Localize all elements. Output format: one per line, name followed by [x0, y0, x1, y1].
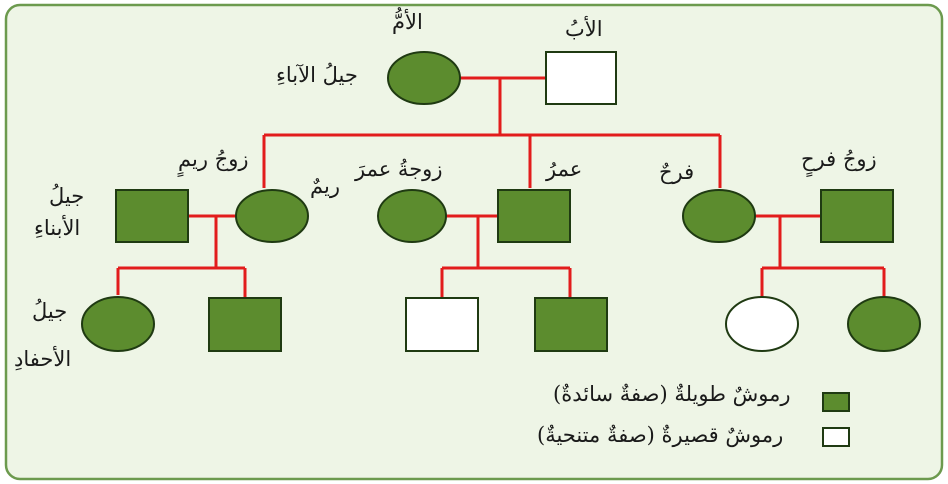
legend-dominant-label: رموشٌ طويلةٌ (صفةٌ سائدةٌ): [553, 382, 791, 406]
omar-wife-label: زوجةُ عمرَ: [355, 157, 443, 181]
children-generation-label-line1: جيلُ: [49, 184, 85, 208]
grandchildren-generation-label-line1: جيلُ: [32, 299, 68, 323]
farah-label: فرحٌ: [659, 160, 695, 184]
father-symbol: [545, 51, 617, 105]
father-label: الأبُ: [565, 17, 603, 41]
grandchildren-generation-label-line2: الأحفادِ: [14, 347, 72, 371]
children-generation-label-line2: الأبناءِ: [34, 216, 81, 240]
omar-son1-symbol: [405, 297, 479, 352]
omar-symbol: [497, 189, 571, 243]
mother-label: الأمُّ: [392, 10, 423, 34]
reem-daughter-symbol: [81, 296, 155, 352]
legend-dominant-swatch: [822, 392, 850, 412]
farah-daughter2-symbol: [847, 296, 921, 352]
mother-symbol: [387, 51, 461, 105]
reem-label: ريمٌ: [310, 174, 340, 198]
parents-generation-label: جيلُ الآباءِ: [276, 63, 358, 87]
farah-daughter1-symbol: [725, 296, 799, 352]
reem-symbol: [235, 189, 309, 243]
reem-husband-symbol: [115, 189, 189, 243]
reem-son-symbol: [208, 297, 282, 352]
omar-wife-symbol: [377, 189, 447, 243]
farah-symbol: [682, 189, 756, 243]
farah-husband-label: زوجُ فرحٍ: [801, 147, 877, 171]
legend-recessive-swatch: [822, 427, 850, 447]
omar-label: عمرُ: [546, 157, 583, 181]
reem-husband-label: زوجُ ريمٍ: [178, 147, 249, 171]
legend-recessive-label: رموشٌ قصيرةٌ (صفةٌ متنحيةٌ): [537, 423, 784, 447]
diagram-frame: [4, 3, 944, 481]
farah-husband-symbol: [820, 189, 894, 243]
omar-son2-symbol: [534, 297, 608, 352]
